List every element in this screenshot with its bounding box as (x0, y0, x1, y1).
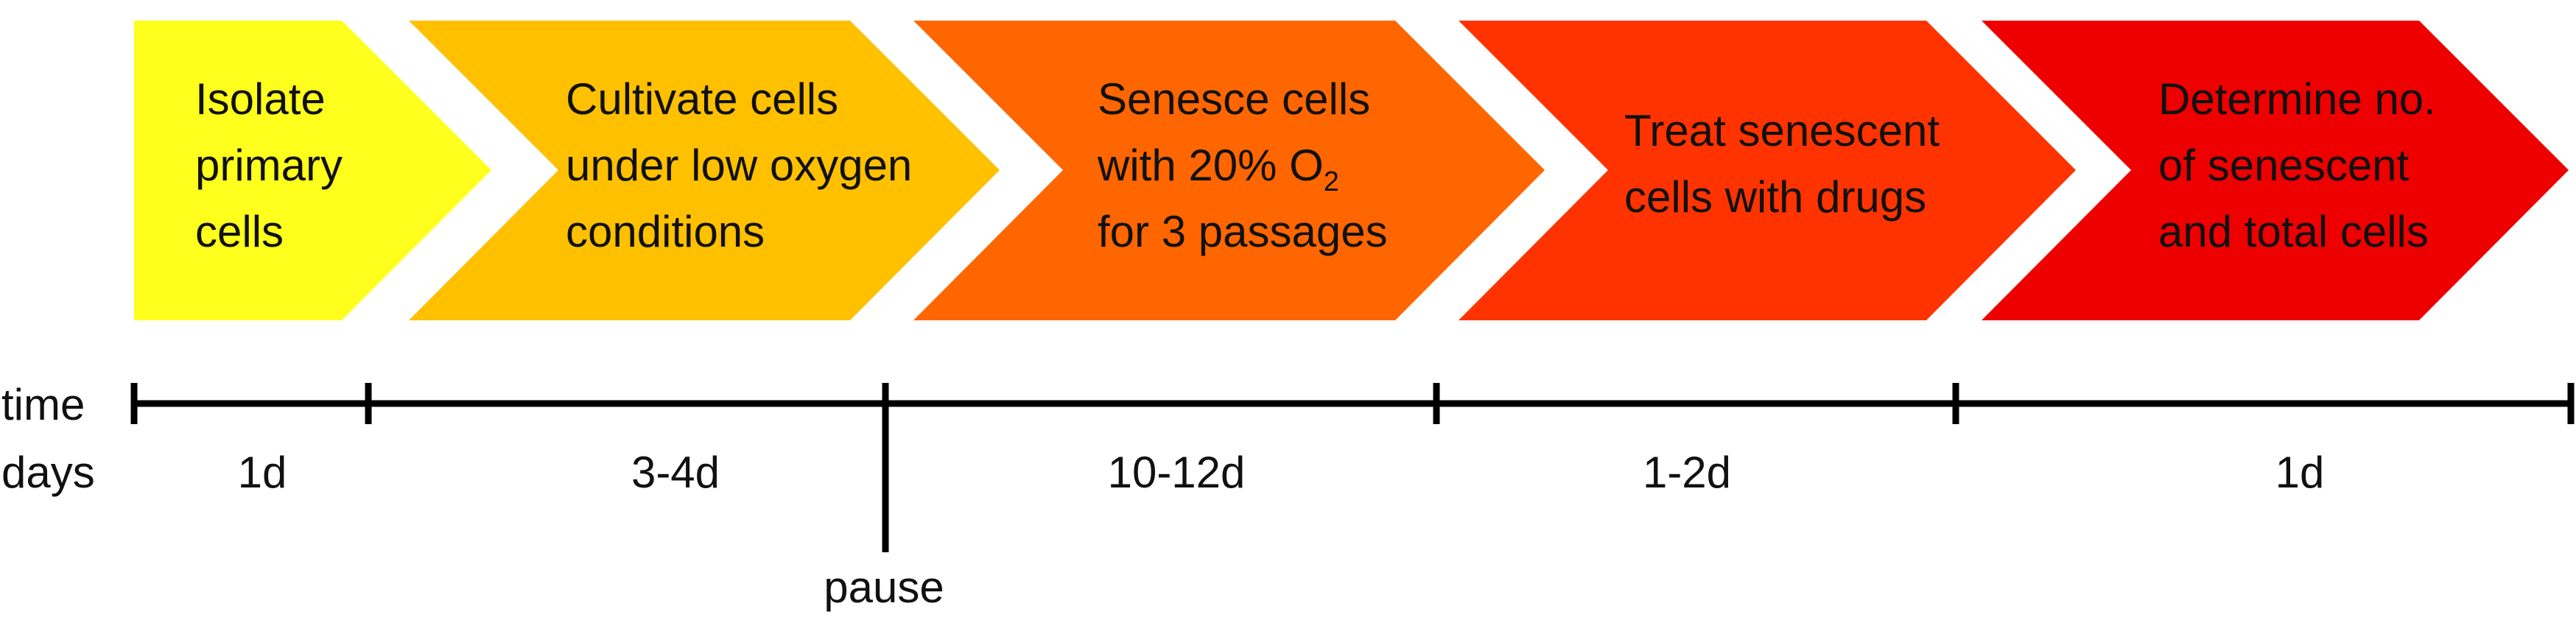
step-1-text-line: cells (195, 207, 284, 256)
duration-label: 1d (238, 448, 287, 497)
row-label-days: days (1, 448, 95, 497)
step-1-text-line: Isolate (195, 74, 326, 124)
step-5-text-line: Determine no. (2158, 74, 2436, 124)
subscript: 2 (1324, 166, 1339, 197)
step-1-text-line: primary (195, 141, 343, 190)
step-3-text-line: with 20% O2 (1097, 141, 1339, 197)
row-label-time: time (1, 380, 85, 429)
step-arrow-4 (1459, 21, 2076, 320)
duration-label: 10-12d (1108, 448, 1246, 497)
step-arrow-3 (913, 21, 1545, 320)
step-4-text-line: Treat senescent (1624, 106, 1940, 155)
step-5-text-line: and total cells (2158, 207, 2429, 256)
step-3-text-line: for 3 passages (1098, 207, 1388, 256)
duration-label: 1d (2275, 448, 2325, 497)
step-arrow-1 (134, 21, 491, 320)
step-2-text-line: conditions (566, 207, 765, 256)
duration-label: 1-2d (1643, 448, 1731, 497)
step-arrow-5 (1982, 21, 2569, 320)
step-2-text-line: under low oxygen (566, 141, 912, 190)
step-arrows: Isolate primary cells Cultivate cells under … (134, 21, 2569, 320)
step-5-text-line: of senescent (2158, 141, 2410, 190)
duration-label: 3-4d (631, 448, 720, 497)
step-3-text-line: Senesce cells (1098, 74, 1370, 124)
pause-label: pause (824, 563, 944, 612)
step-4-text-line: cells with drugs (1624, 172, 1926, 222)
timeline: time days 1d 3-4d 10-12d 1-2d 1d pause (1, 380, 2575, 612)
step-arrow-2 (409, 21, 1000, 320)
step-2-text-line: Cultivate cells (566, 74, 838, 124)
